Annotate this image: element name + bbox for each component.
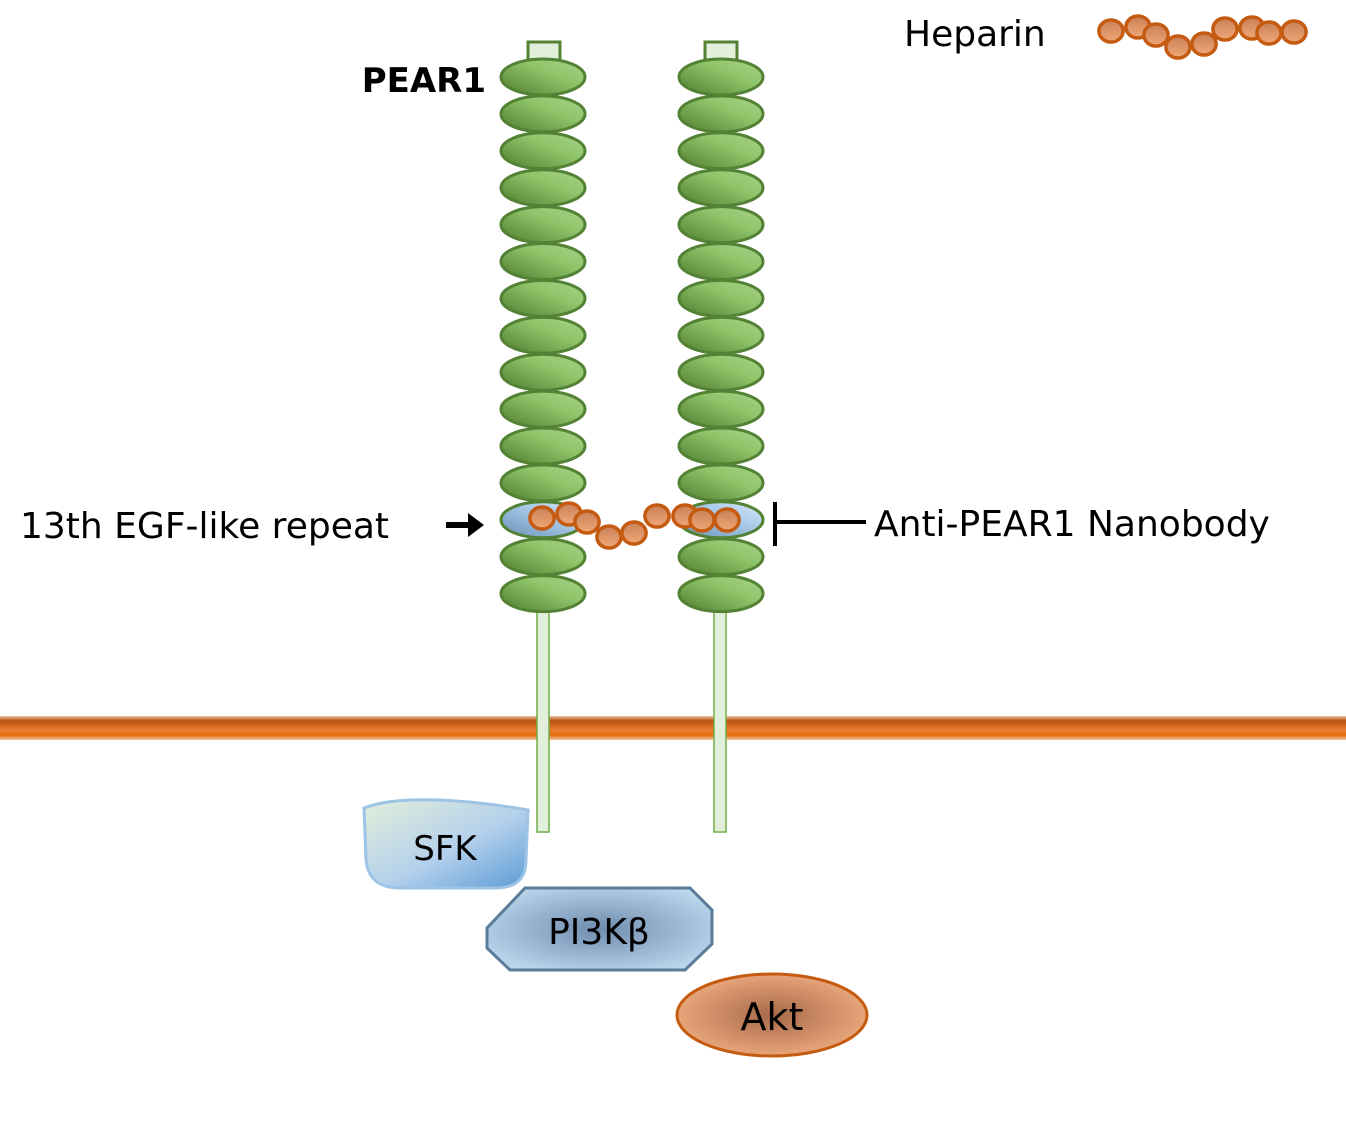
egf-repeat [499,463,587,503]
heparin-bead [573,509,601,535]
arrow-right-icon [446,513,484,537]
egf-repeat [499,242,587,281]
egf-repeat [677,168,765,208]
heparin-bead [643,503,671,529]
heparin-bead [688,507,716,533]
egf-repeat [499,426,587,466]
heparin-legend-bead [1255,20,1283,46]
sfk-node: SFK [362,798,530,890]
heparin-bead [595,524,623,550]
akt-label: Akt [741,995,804,1039]
egf-repeat [499,205,587,245]
egf-repeat [677,574,765,614]
heparin-legend-bead [1142,22,1170,48]
egf-repeat [677,463,765,503]
pi3k-beta-label: PI3Kβ [548,912,650,953]
heparin-bead [620,520,648,546]
heparin-legend-bead [1097,18,1125,44]
egf-repeat [499,537,587,577]
egf-repeat [677,278,765,318]
egf-repeat [499,278,587,318]
heparin-legend-icon [1097,14,1308,60]
egf-repeat [499,94,587,134]
right-pear1-chain [677,57,765,614]
egf-repeat [677,205,765,245]
egf-repeat [677,242,765,281]
egf-repeat [677,57,765,97]
heparin-legend-label: Heparin [904,14,1046,55]
heparin-legend-bead [1190,31,1218,57]
pi3k-beta-node: PI3Kβ [485,886,714,972]
pear1-label: PEAR1 [362,61,486,101]
egf-repeat [499,389,587,429]
heparin-legend-bead [1164,34,1192,60]
egf-repeat [677,131,765,171]
heparin-legend-bead [1211,16,1239,42]
left-pear1-chain [499,57,587,614]
sfk-label: SFK [413,829,478,869]
egf-repeat [677,389,765,429]
inhibition-bar-icon [773,502,866,546]
egf-repeat-label: 13th EGF-like repeat [20,506,389,547]
heparin-bead [528,505,556,531]
right-transmembrane-stalk [713,611,727,833]
left-n-terminal-cap [526,40,562,62]
egf-repeat [499,131,587,171]
egf-repeat [499,574,587,614]
egf-repeat [499,315,587,355]
egf-repeat [677,426,765,466]
egf-repeat [499,352,587,392]
akt-node: Akt [675,972,869,1058]
cell-membrane [0,716,1346,740]
bound-heparin [528,501,741,550]
right-n-terminal-cap [703,40,739,62]
heparin-bead [713,507,741,533]
egf-repeat [677,537,765,577]
heparin-legend-bead [1280,19,1308,45]
egf-repeat [677,352,765,392]
egf-repeat [499,168,587,208]
left-transmembrane-stalk [536,611,550,833]
egf-repeat [499,57,587,97]
nanobody-label: Anti-PEAR1 Nanobody [874,504,1270,545]
egf-repeat [677,94,765,134]
egf-repeat [677,315,765,355]
